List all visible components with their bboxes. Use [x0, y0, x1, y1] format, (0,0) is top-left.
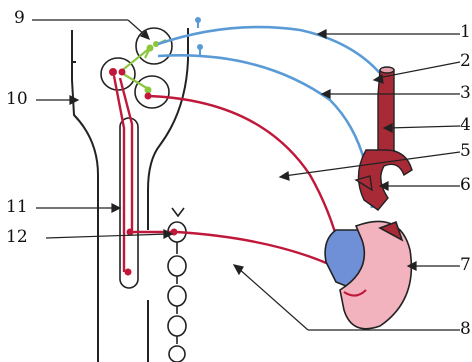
label-1: 1: [460, 24, 471, 41]
preganglionic-soma: [127, 229, 134, 236]
motor-soma-1: [109, 68, 117, 76]
label-10: 10: [6, 91, 28, 108]
interneuron-soma-3: [145, 87, 152, 94]
label-6: 6: [460, 177, 471, 194]
label-3: 3: [460, 85, 471, 102]
neuron-column: [120, 118, 138, 288]
label-2: 2: [460, 53, 471, 70]
label-11: 11: [6, 199, 28, 216]
sensory-nerves: [158, 27, 384, 208]
label-12: 12: [6, 229, 28, 246]
label-9: 9: [14, 10, 25, 27]
label-7: 7: [460, 257, 471, 274]
motor-soma-2: [119, 69, 126, 76]
label-8: 8: [460, 321, 471, 338]
interneuron-soma-1: [147, 45, 154, 52]
motor-soma-3: [145, 93, 152, 100]
label-4: 4: [460, 117, 471, 134]
heart: [325, 221, 411, 328]
label-5: 5: [460, 143, 471, 160]
lower-soma: [125, 269, 132, 276]
